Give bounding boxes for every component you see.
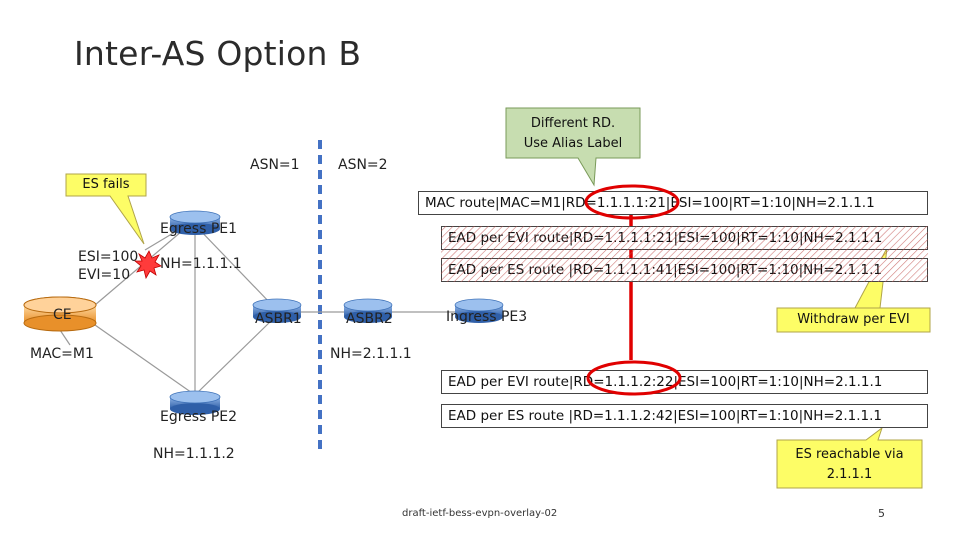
es-fails-callout-shape <box>65 173 147 245</box>
evi-label: EVI=10 <box>78 267 131 283</box>
es-reachable-callout-shape <box>776 426 923 489</box>
egress-pe2-label: Egress PE2 <box>160 409 238 425</box>
pe2-nexthop-label: NH=1.1.1.2 <box>153 446 235 462</box>
es-reachable-line2: 2.1.1.1 <box>826 467 873 482</box>
withdraw-callout: Withdraw per EVI <box>797 312 910 327</box>
asn1-label: ASN=1 <box>250 157 300 173</box>
es-failure-burst-icon <box>133 250 162 280</box>
asbr2-nexthop-label: NH=2.1.1.1 <box>330 346 412 362</box>
pe1-nexthop-label: NH=1.1.1.1 <box>160 256 242 272</box>
ead-evi-route-box-1: EAD per EVI route|RD=1.1.1.1:21|ESI=100|… <box>441 226 928 250</box>
ce-label: CE <box>53 307 72 323</box>
slide-title: Inter-AS Option B <box>74 34 362 73</box>
router-pe2-icon <box>169 390 221 415</box>
mac-label: MAC=M1 <box>30 346 94 362</box>
ingress-pe3-label: Ingress PE3 <box>446 309 528 325</box>
different-rd-line2: Use Alias Label <box>523 136 623 151</box>
link-ce-mac <box>59 329 71 346</box>
different-rd-line1: Different RD. <box>530 116 616 131</box>
ead-es-route-box-2: EAD per ES route |RD=1.1.1.2:42|ESI=100|… <box>441 404 928 428</box>
different-rd-callout-shape <box>505 107 641 187</box>
different-rd-callout: Different RD. Use Alias Label <box>506 114 640 154</box>
page-number: 5 <box>878 507 885 520</box>
ead-evi-route-box-2: EAD per EVI route|RD=1.1.1.2:22|ESI=100|… <box>441 370 928 394</box>
esi-label: ESI=100 <box>78 249 139 265</box>
link-pe1-asbr1 <box>194 224 273 306</box>
link-ce-pe2 <box>94 324 196 396</box>
router-asbr1-icon <box>252 298 302 323</box>
router-pe1-icon <box>169 210 221 235</box>
asbr1-label: ASBR1 <box>255 311 302 327</box>
asn2-label: ASN=2 <box>338 157 388 173</box>
es-fails-callout: ES fails <box>82 177 130 192</box>
ead-es-route-box-1: EAD per ES route |RD=1.1.1.1:41|ESI=100|… <box>441 258 928 282</box>
link-es <box>144 231 176 251</box>
link-pe2-asbr1 <box>194 319 273 396</box>
mac-route-box: MAC route|MAC=M1|RD=1.1.1.1:21|ESI=100|R… <box>418 191 928 215</box>
es-reachable-line1: ES reachable via <box>795 447 904 462</box>
egress-pe1-label: Egress PE1 <box>160 221 238 237</box>
footer-text: draft-ietf-bess-evpn-overlay-02 <box>402 508 558 519</box>
es-reachable-callout: ES reachable via 2.1.1.1 <box>777 445 922 485</box>
router-asbr2-icon <box>343 298 393 323</box>
router-pe3-icon <box>454 298 504 323</box>
asbr2-label: ASBR2 <box>346 311 393 327</box>
ce-device-icon <box>23 296 97 332</box>
